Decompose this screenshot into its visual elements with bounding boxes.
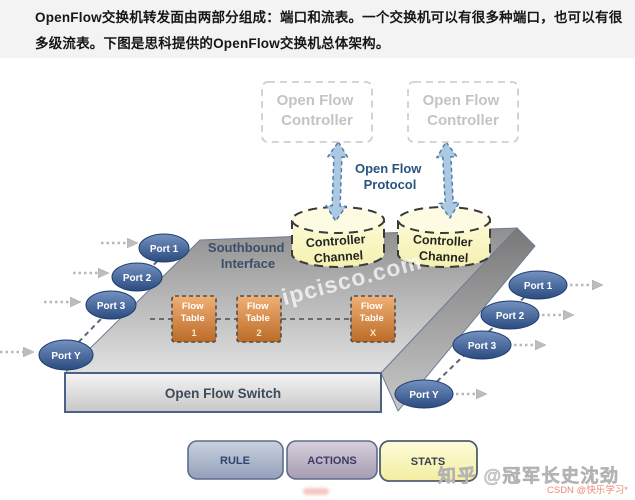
- zhihu-watermark: 知乎 @冠军长史沈劲: [438, 466, 620, 487]
- channel-left-line1: Controller: [305, 232, 366, 250]
- controller-channel-left-body: [291, 220, 385, 268]
- controller-left-line2: Controller: [281, 112, 353, 129]
- southbound-line-2: Interface: [221, 256, 275, 271]
- flow-table-2-line1: Flow: [247, 301, 269, 312]
- flow-table-2-line2: Table: [246, 313, 270, 324]
- channel-left-line2: Channel: [313, 248, 363, 265]
- controller-channel-right-label: Controller Channel: [412, 232, 477, 265]
- port-right-2: Port 2: [480, 300, 540, 330]
- channel-right-line1: Controller: [413, 232, 474, 249]
- port-right-1: Port 1: [508, 270, 568, 300]
- flow-table-x-line3: X: [370, 328, 377, 339]
- flow-entry-rule-label: RULE: [220, 455, 250, 467]
- controller-channel-right-body: [397, 220, 491, 268]
- controller-right-line1: Open Flow: [423, 92, 500, 109]
- intro-line-1: OpenFlow交换机转发面由两部分组成：端口和流表。一个交换机可以有很多种端口…: [35, 10, 623, 25]
- flow-table-x-line2: Table: [360, 313, 384, 324]
- flow-entry-rule-box: [187, 440, 284, 480]
- flow-table-2-box: [236, 295, 282, 343]
- channel-right-line2: Channel: [419, 249, 469, 266]
- southbound-interface-label: Southbound Interface: [208, 240, 288, 271]
- controller-channel-left-top: [291, 206, 385, 234]
- protocol-line2: Protocol: [364, 177, 417, 192]
- openflow-controller-left: Open Flow Controller: [261, 81, 373, 143]
- controller-right-line2: Controller: [427, 112, 499, 129]
- flow-entry-actions: ACTIONS: [286, 440, 378, 480]
- flow-entry-stats-box: [379, 440, 478, 482]
- flow-table-2: Flow Table 2: [236, 295, 282, 343]
- port-left-1: Port 1: [138, 233, 190, 263]
- port-left-y-shape: [38, 339, 94, 371]
- port-right-1-label: Port 1: [524, 281, 553, 292]
- port-right-3-label: Port 3: [468, 341, 497, 352]
- flow-table-x-box: [350, 295, 396, 343]
- port-left-3: Port 3: [85, 290, 137, 320]
- port-left-2-shape: [111, 262, 163, 292]
- flow-table-1-line1: Flow: [182, 301, 204, 312]
- flow-entry-stats-label: STATS: [411, 456, 445, 468]
- openflow-controller-right-box: [407, 81, 519, 143]
- port-right-2-label: Port 2: [496, 311, 525, 322]
- port-left-2-label: Port 2: [123, 273, 152, 284]
- platform-front-face: [64, 372, 382, 413]
- port-right-y-label: Port Y: [409, 390, 439, 401]
- csdn-watermark: CSDN @快乐学习*: [547, 485, 628, 496]
- controller-left-line1: Open Flow: [277, 92, 354, 109]
- controller-channel-right: Controller Channel: [397, 206, 491, 268]
- port-left-1-shape: [138, 233, 190, 263]
- openflow-controller-left-label: Open Flow Controller: [277, 92, 358, 129]
- flow-entry-actions-box: [286, 440, 378, 480]
- controller-channel-left: Controller Channel: [291, 206, 385, 268]
- openflow-controller-left-box: [261, 81, 373, 143]
- port-right-3-shape: [452, 330, 512, 360]
- platform-right-face: [380, 227, 536, 412]
- flow-table-x-line1: Flow: [361, 301, 383, 312]
- flow-table-x-label: Flow Table X: [360, 301, 387, 339]
- port-right-1-shape: [508, 270, 568, 300]
- intro-line-2: 多级流表。下图是思科提供的OpenFlow交换机总体架构。: [35, 36, 390, 51]
- port-left-1-label: Port 1: [150, 244, 179, 255]
- flow-entry-stats: STATS: [379, 440, 478, 482]
- port-left-3-shape: [85, 290, 137, 320]
- port-left-3-label: Port 3: [97, 301, 126, 312]
- port-left-2: Port 2: [111, 262, 163, 292]
- flow-table-1: Flow Table 1: [171, 295, 217, 343]
- intro-background: [0, 0, 635, 58]
- southbound-line-1: Southbound: [208, 240, 285, 255]
- flow-table-1-label: Flow Table 1: [181, 301, 208, 339]
- port-right-2-shape: [480, 300, 540, 330]
- protocol-label: Open Flow Protocol: [355, 161, 425, 192]
- intro-paragraph: OpenFlow交换机转发面由两部分组成：端口和流表。一个交换机可以有很多种端口…: [35, 5, 623, 57]
- flow-table-1-line2: Table: [181, 313, 205, 324]
- flow-entry-actions-label: ACTIONS: [307, 455, 357, 467]
- red-smudge-mark: [303, 488, 329, 495]
- flow-entry-rule: RULE: [187, 440, 284, 480]
- flow-table-1-box: [171, 295, 217, 343]
- controller-channel-right-top: [397, 206, 491, 234]
- protocol-line1: Open Flow: [355, 161, 422, 176]
- port-left-y-label: Port Y: [51, 351, 81, 362]
- flow-table-1-line3: 1: [191, 328, 197, 339]
- port-right-y-shape: [394, 379, 454, 409]
- openflow-controller-right-label: Open Flow Controller: [423, 92, 504, 129]
- flow-table-2-label: Flow Table 2: [246, 301, 273, 339]
- switch-label: Open Flow Switch: [165, 386, 281, 401]
- controller-channel-left-label: Controller Channel: [305, 232, 370, 266]
- protocol-arrow-right: [436, 141, 460, 219]
- protocol-arrow-left: [325, 141, 349, 222]
- port-right-y: Port Y: [394, 379, 454, 409]
- port-right-3: Port 3: [452, 330, 512, 360]
- flow-table-x: Flow Table X: [350, 295, 396, 343]
- port-left-y: Port Y: [38, 339, 94, 371]
- openflow-controller-right: Open Flow Controller: [407, 81, 519, 143]
- flow-table-2-line3: 2: [256, 328, 261, 339]
